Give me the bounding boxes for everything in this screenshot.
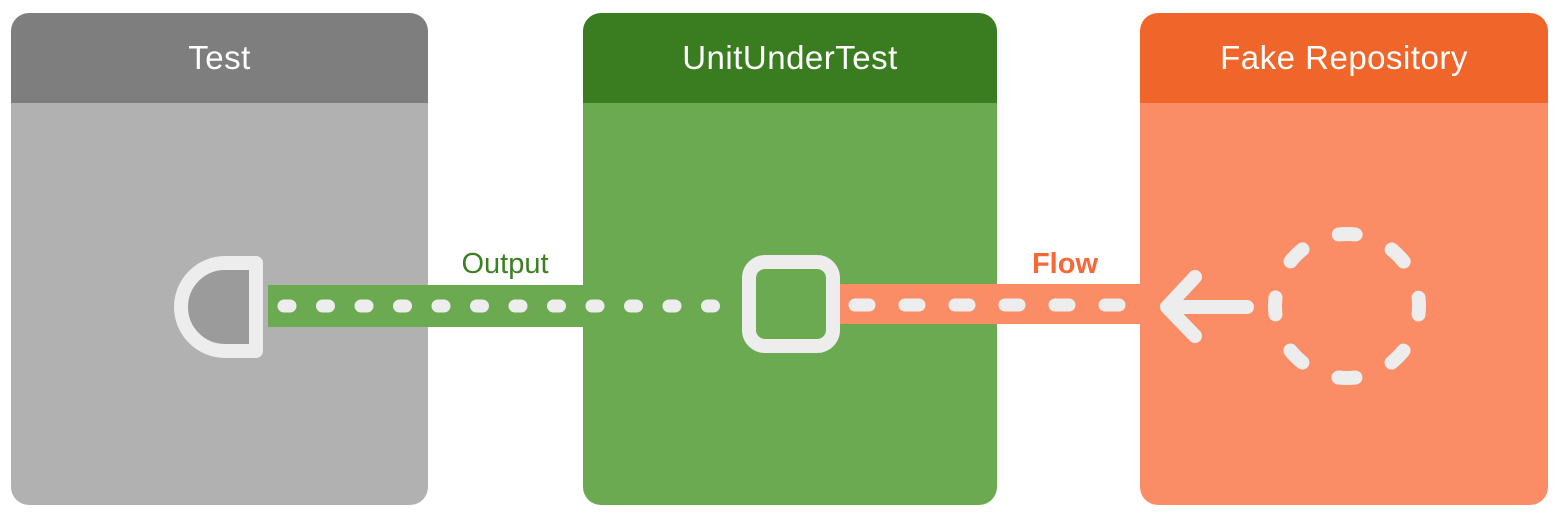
box-test-title: Test — [188, 39, 251, 76]
box-unit-under-test-body — [583, 103, 997, 505]
box-test: Test — [11, 13, 428, 505]
box-test-header: Test — [11, 13, 428, 103]
box-fake-repository-title: Fake Repository — [1220, 39, 1468, 76]
box-fake-repository: Fake Repository — [1140, 13, 1548, 505]
box-unit-under-test-title: UnitUnderTest — [682, 39, 898, 76]
box-unit-under-test-header: UnitUnderTest — [583, 13, 997, 103]
flow-connection-label: Flow — [1031, 248, 1099, 280]
box-fake-repository-body — [1140, 103, 1548, 505]
box-test-body — [11, 103, 428, 505]
output-connection-label: Output — [461, 248, 549, 280]
box-fake-repository-header: Fake Repository — [1140, 13, 1548, 103]
box-unit-under-test: UnitUnderTest — [583, 13, 997, 505]
